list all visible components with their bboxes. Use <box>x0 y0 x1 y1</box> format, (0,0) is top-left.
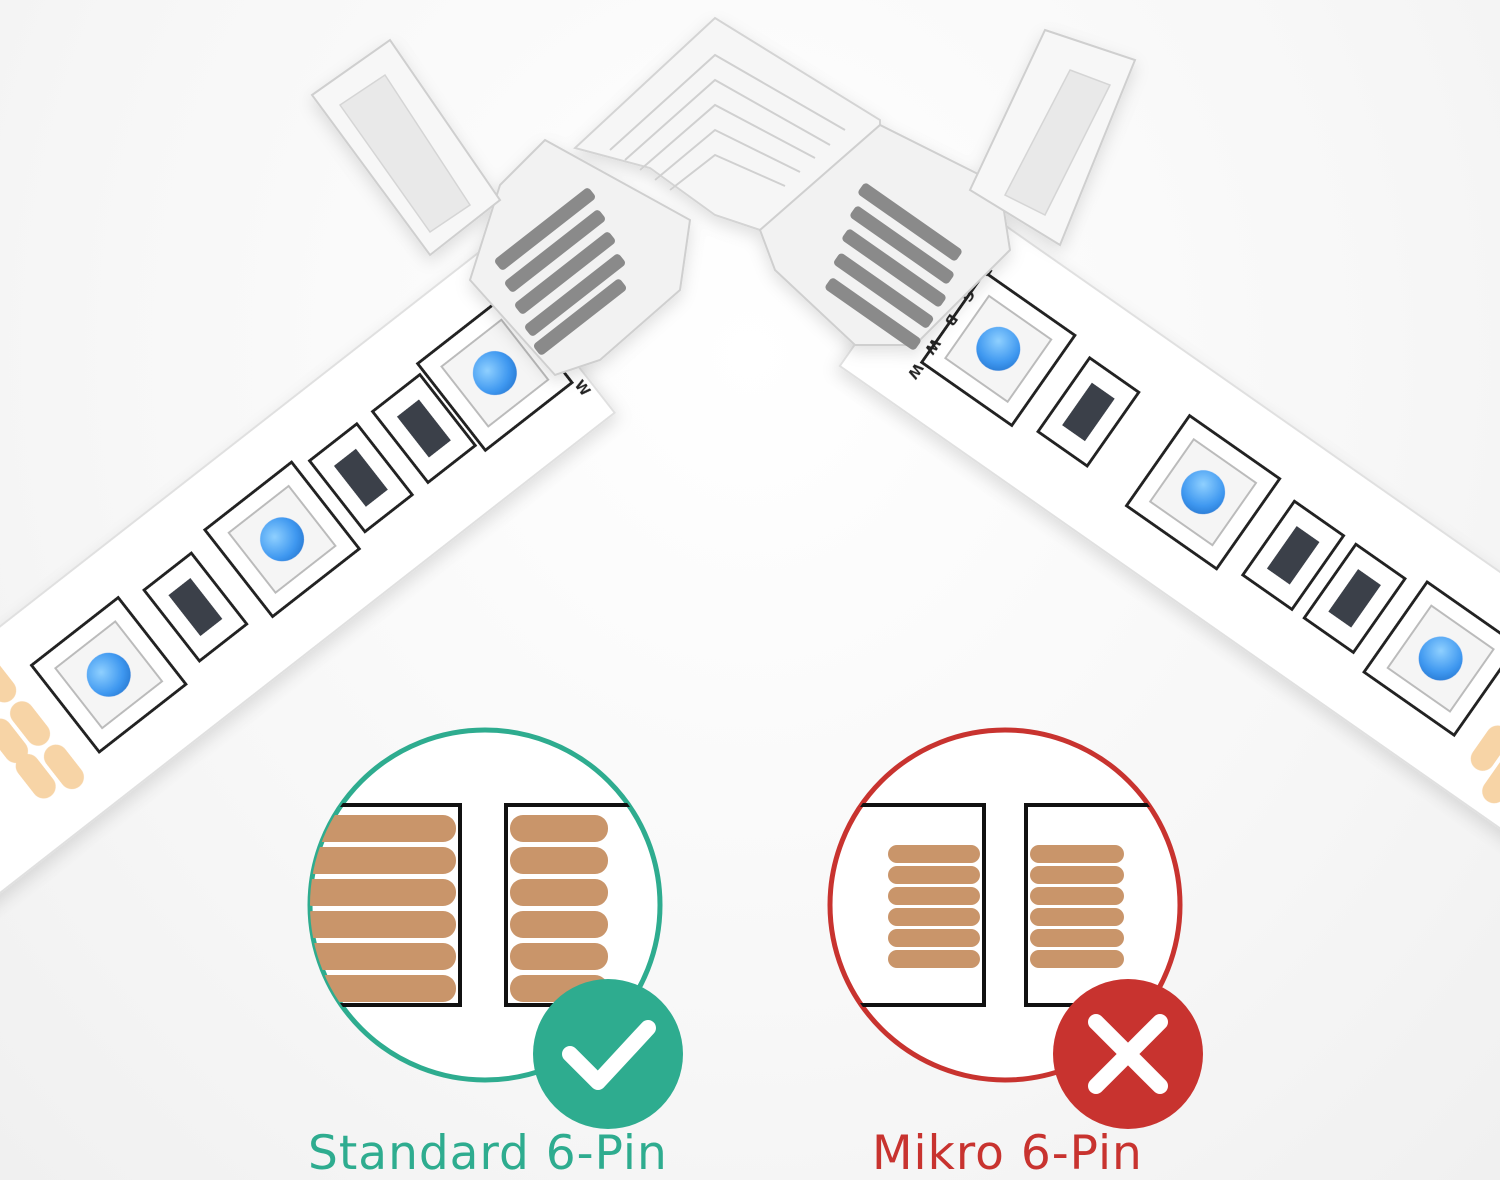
led-unit <box>1124 413 1282 571</box>
resistor <box>141 551 249 664</box>
led-unit <box>29 595 189 755</box>
led-unit <box>1361 579 1500 738</box>
led-light <box>1418 636 1463 681</box>
resistor <box>370 372 478 485</box>
pin-label: W <box>921 335 943 357</box>
connector-slot <box>830 803 986 1007</box>
pin-label: W <box>904 360 926 382</box>
mikro-6pin-caption: Mikro 6-Pin <box>872 1126 1143 1180</box>
led-unit <box>202 460 362 619</box>
resistor <box>307 421 415 534</box>
pin-contacts-left <box>888 845 980 968</box>
resistor <box>1035 355 1141 469</box>
resistor <box>1240 499 1346 612</box>
standard-6pin-comparison <box>307 727 683 1129</box>
mikro-6pin-comparison <box>827 727 1203 1129</box>
pin-contacts-left <box>310 815 456 1002</box>
connector-slot <box>310 803 462 1007</box>
resistor <box>1302 542 1408 655</box>
standard-6pin-caption: Standard 6-Pin <box>308 1126 668 1180</box>
connector-pins-left <box>495 188 627 355</box>
left-led-strip: + R G B W W <box>0 245 617 1030</box>
led-light <box>86 652 131 697</box>
cross-icon <box>1053 979 1203 1129</box>
pin-contacts-right <box>1030 845 1124 968</box>
led-light <box>472 351 517 396</box>
led-light <box>976 326 1021 371</box>
led-light <box>1181 470 1226 515</box>
led-unit <box>919 270 1077 428</box>
led-light <box>260 517 305 562</box>
check-icon <box>533 979 683 1129</box>
solder-pads <box>0 657 84 799</box>
l-corner-connector <box>310 16 1137 377</box>
connector-pins-right <box>825 183 962 350</box>
